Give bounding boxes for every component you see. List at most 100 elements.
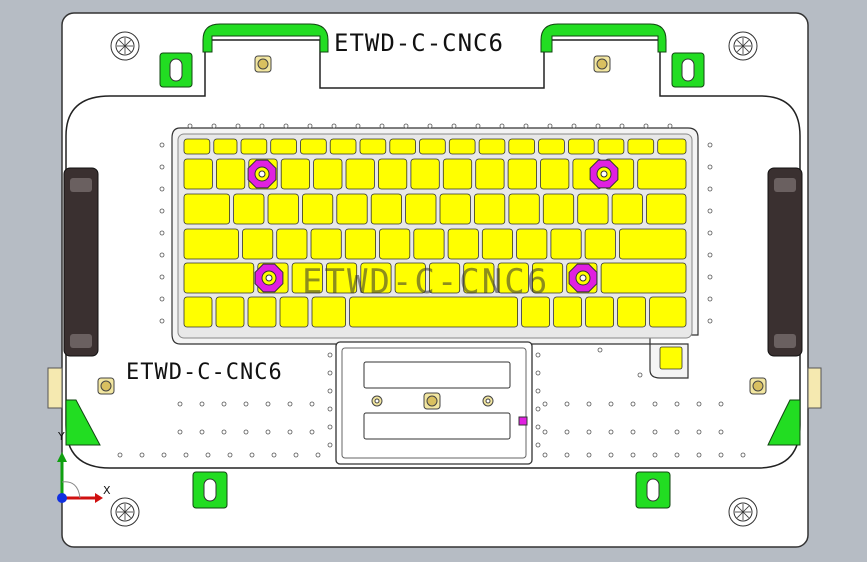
locator-pin-icon: [254, 263, 284, 293]
hole: [535, 406, 541, 412]
axis-y-label: Y: [58, 430, 66, 443]
hole: [199, 401, 205, 407]
key: [370, 193, 403, 225]
key: [619, 228, 687, 260]
hole: [707, 230, 713, 236]
key: [542, 193, 575, 225]
key: [540, 158, 570, 190]
key: [313, 158, 343, 190]
key: [577, 193, 609, 225]
hole: [379, 123, 385, 129]
clamp-top-left-icon: [202, 23, 329, 53]
hole: [211, 123, 217, 129]
hole: [287, 429, 293, 435]
hole: [564, 452, 570, 458]
key: [215, 296, 245, 328]
hole: [271, 452, 277, 458]
key: [637, 158, 687, 190]
hole: [287, 401, 293, 407]
hole: [159, 186, 165, 192]
hole: [265, 429, 271, 435]
hole: [159, 230, 165, 236]
hole: [571, 123, 577, 129]
hole: [542, 452, 548, 458]
hole: [740, 452, 746, 458]
key: [600, 262, 687, 294]
hole: [139, 452, 145, 458]
stud-icon: [97, 377, 115, 395]
key: [646, 193, 687, 225]
hole: [696, 401, 702, 407]
hole: [707, 142, 713, 148]
key: [442, 158, 473, 190]
nut-icon: [482, 395, 494, 407]
screw-icon-group: [97, 31, 767, 527]
hole: [535, 388, 541, 394]
hole: [309, 401, 315, 407]
hole: [608, 429, 614, 435]
hole: [283, 123, 289, 129]
hole: [235, 123, 241, 129]
hole: [595, 123, 601, 129]
key: [478, 138, 506, 155]
hole: [307, 123, 313, 129]
hole: [159, 164, 165, 170]
key: [344, 228, 376, 260]
hole: [707, 296, 713, 302]
key: [300, 138, 327, 155]
hole: [451, 123, 457, 129]
hole: [643, 123, 649, 129]
hole: [159, 296, 165, 302]
fixture-label-top: ETWD-C-CNC6: [334, 29, 504, 57]
key: [389, 138, 416, 155]
key: [657, 138, 687, 155]
hole: [707, 318, 713, 324]
clamp-top-right-icon: [540, 23, 667, 53]
hole: [718, 429, 724, 435]
key: [538, 138, 565, 155]
key: [183, 138, 211, 155]
hole: [243, 429, 249, 435]
hole: [221, 429, 227, 435]
key: [611, 193, 643, 225]
hole: [499, 123, 505, 129]
hole: [205, 452, 211, 458]
hole: [674, 452, 680, 458]
key: [329, 138, 357, 155]
key: [627, 138, 655, 155]
key: [463, 262, 495, 294]
key: [183, 262, 255, 294]
key: [532, 262, 564, 294]
key: [553, 296, 582, 328]
stud-icon: [254, 55, 272, 73]
key: [379, 228, 411, 260]
key: [497, 262, 529, 294]
hole: [331, 123, 337, 129]
hole: [199, 429, 205, 435]
key: [247, 296, 277, 328]
hole: [161, 452, 167, 458]
key: [301, 193, 334, 225]
key: [345, 158, 375, 190]
nut-icon: [371, 395, 383, 407]
hole: [667, 123, 673, 129]
hole: [159, 142, 165, 148]
hole: [707, 186, 713, 192]
key: [516, 228, 548, 260]
key: [291, 262, 323, 294]
clamp-slot: [169, 58, 695, 502]
hole: [564, 401, 570, 407]
hole: [652, 452, 658, 458]
key: [394, 262, 426, 294]
locator-pin-icon: [247, 159, 277, 189]
key: [550, 228, 582, 260]
hole: [327, 406, 333, 412]
hole: [187, 123, 193, 129]
hole: [535, 370, 541, 376]
key: [270, 138, 297, 155]
hole: [535, 442, 541, 448]
hole: [293, 452, 299, 458]
key: [410, 158, 440, 190]
